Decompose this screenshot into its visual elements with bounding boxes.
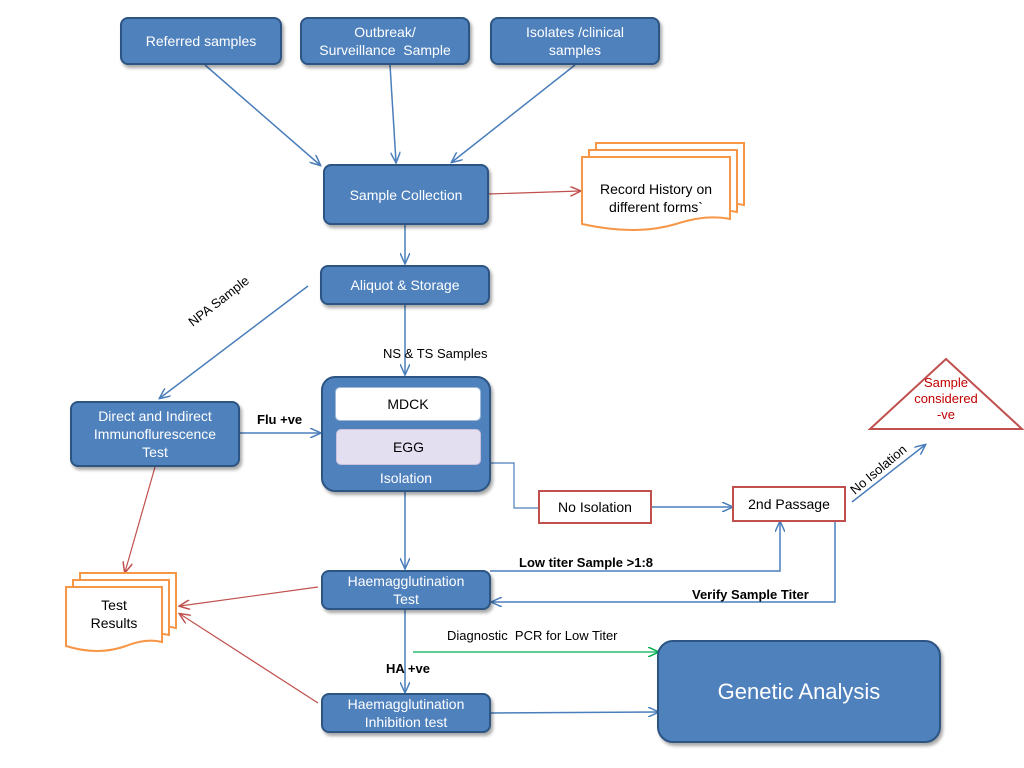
no-isolation-label: No Isolation (558, 499, 632, 515)
negative-line1: Sample (923, 375, 969, 390)
arrow-collection-to-record (487, 191, 580, 194)
record-history-line2: different forms` (609, 199, 703, 215)
arrow-low-titer-to-passage (490, 522, 780, 572)
second-passage-box: 2nd Passage (732, 486, 846, 522)
hai-label-line1: Haemagglutination (347, 696, 465, 712)
arrow-hai-to-results (180, 614, 319, 704)
isolation-label: Isolation (379, 470, 433, 486)
ha-label-line2: Test (393, 591, 419, 607)
arrow-isolates-to-collection (452, 64, 576, 162)
outbreak-surveillance-box: Outbreak/ Surveillance Sample (300, 17, 470, 65)
mdck-box: MDCK (335, 387, 481, 421)
negative-line3: -ve (936, 407, 956, 422)
arrow-ha-to-results (180, 586, 319, 606)
ha-positive-label: HA +ve (386, 661, 430, 676)
test-results-line2: Results (90, 615, 138, 631)
aliquot-storage-label: Aliquot & Storage (350, 277, 460, 293)
referred-samples-box: Referred samples (120, 17, 282, 65)
arrow-passage-to-ha (492, 522, 836, 602)
sample-collection-box: Sample Collection (323, 164, 489, 225)
negative-triangle (867, 357, 1024, 430)
immunofluorescence-test-box: Direct and Indirect Immunoflurescence Te… (70, 401, 240, 467)
flu-positive-label: Flu +ve (257, 412, 303, 427)
negative-result-text: Sample considered -ve (896, 375, 996, 423)
difa-label-line3: Test (142, 444, 168, 460)
arrow-difa-to-results (125, 466, 156, 572)
record-history-text: Record History on different forms` (582, 180, 730, 216)
record-history-docs (581, 142, 745, 231)
isolates-label-line2: samples (548, 42, 602, 58)
ha-label-line1: Haemagglutination (347, 573, 465, 589)
aliquot-storage-box: Aliquot & Storage (320, 265, 490, 305)
sample-collection-label: Sample Collection (349, 186, 463, 203)
outbreak-label-line2: Surveillance Sample (319, 42, 451, 58)
pcr-label: Diagnostic PCR for Low Titer (447, 628, 618, 643)
ns-ts-samples-label: NS & TS Samples (383, 346, 488, 361)
record-history-line1: Record History on (599, 181, 713, 197)
mdck-label: MDCK (387, 396, 429, 412)
hai-test-box: Haemagglutination Inhibition test (321, 693, 491, 733)
arrow-npa-to-difa (160, 285, 309, 398)
test-results-line1: Test (101, 597, 127, 613)
referred-samples-label: Referred samples (145, 33, 257, 49)
test-results-text: Test Results (70, 596, 158, 632)
arrow-isolation-to-no-isolation (490, 462, 538, 509)
second-passage-label: 2nd Passage (748, 496, 830, 512)
test-results-docs (65, 572, 177, 652)
verify-titer-label: Verify Sample Titer (692, 587, 809, 602)
arrow-outbreak-to-collection (389, 64, 396, 162)
arrow-referred-to-collection (204, 64, 320, 165)
difa-label-line1: Direct and Indirect (98, 408, 212, 424)
egg-box: EGG (336, 429, 481, 465)
arrow-passage-to-negative (851, 445, 925, 503)
arrow-hai-to-genetic (490, 712, 658, 713)
isolates-clinical-box: Isolates /clinical samples (490, 17, 660, 65)
genetic-analysis-label: Genetic Analysis (717, 678, 881, 704)
no-isolation-box: No Isolation (538, 490, 652, 524)
genetic-analysis-box: Genetic Analysis (657, 640, 941, 743)
isolates-label-line1: Isolates /clinical (525, 24, 625, 40)
difa-label-line2: Immunoflurescence (93, 426, 217, 442)
egg-label: EGG (392, 439, 425, 455)
outbreak-label-line1: Outbreak/ (354, 24, 416, 40)
low-titer-label: Low titer Sample >1:8 (519, 555, 654, 570)
ha-test-box: Haemagglutination Test (321, 570, 491, 610)
hai-label-line2: Inhibition test (364, 714, 448, 730)
negative-line2: considered (914, 391, 978, 406)
